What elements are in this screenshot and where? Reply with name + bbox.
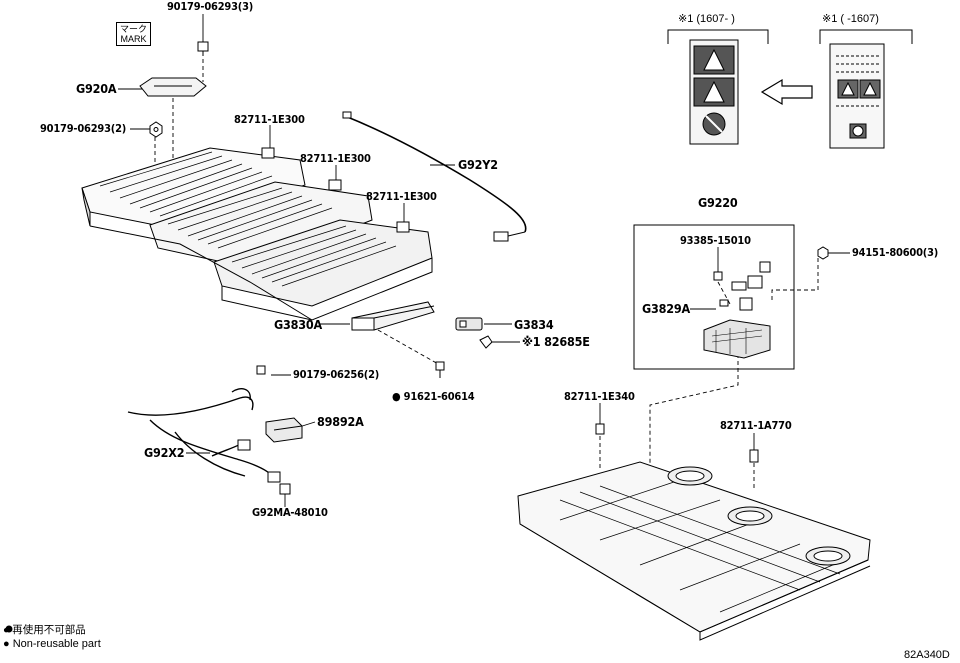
label-g9220: G9220 [698,195,738,210]
note-label-new [667,29,769,145]
bolt-91621 [435,361,445,378]
mark-en: MARK [120,34,147,44]
label-82711-1a770: 82711-1A770 [720,419,792,432]
ecu-89892a [265,417,303,443]
label-82711-1e300-a: 82711-1E300 [234,113,305,126]
cover-g920a [139,41,209,97]
label-82711-1e300-c: 82711-1E300 [366,190,437,203]
legend-ja: ● 再使用不可部品 [3,624,86,636]
label-g3834: G3834 [514,317,554,332]
label-g920a: G920A [76,81,117,96]
nut-90179-2 [149,121,163,138]
label-82711-1e340: 82711-1E340 [564,390,635,403]
label-93385-15010: 93385-15010 [680,234,751,247]
note-range-old: ※1 ( -1607) [822,13,879,25]
box-g9220 [633,224,795,370]
mark-box: マーク MARK [116,22,152,46]
battery-modules [81,147,433,321]
note-range-new: ※1 (1607- ) [678,13,735,25]
label-89892a: 89892A [317,414,364,429]
note-label-old [819,29,913,149]
part-82685e [479,335,493,349]
label-90179-06293-2: 90179-06293(2) [40,122,127,135]
nut-94151 [817,246,829,260]
figure-code: 82A340D [904,649,950,661]
label-g92ma-48010: G92MA-48010 [252,506,328,519]
bracket-g92ma [279,483,291,495]
legend-en: ● Non-reusable part [3,638,101,650]
part-g3834 [455,317,483,331]
harness-g92y2 [342,111,527,242]
leader-lines [118,14,850,507]
label-g92x2: G92X2 [144,445,185,460]
label-91621-60614: ● 91621-60614 [392,390,475,403]
harness-g92x2 [127,365,281,483]
label-90179-06256: 90179-06256(2) [293,368,380,381]
label-82685e: ※1 82685E [522,334,590,349]
label-82711-1e300-b: 82711-1E300 [300,152,371,165]
label-g3829a: G3829A [642,301,691,316]
lower-tray [517,423,871,641]
sensor-g3830a [351,301,435,331]
label-94151-80600: 94151-80600(3) [852,246,939,259]
label-90179-06293-3: 90179-06293(3) [167,0,254,13]
label-g92y2: G92Y2 [458,157,498,172]
arrow-left [760,78,813,106]
label-g3830a: G3830A [274,317,323,332]
legend-bullet-icon [5,625,13,633]
mark-ja: マーク [120,24,148,34]
relay-assembly [703,261,771,359]
